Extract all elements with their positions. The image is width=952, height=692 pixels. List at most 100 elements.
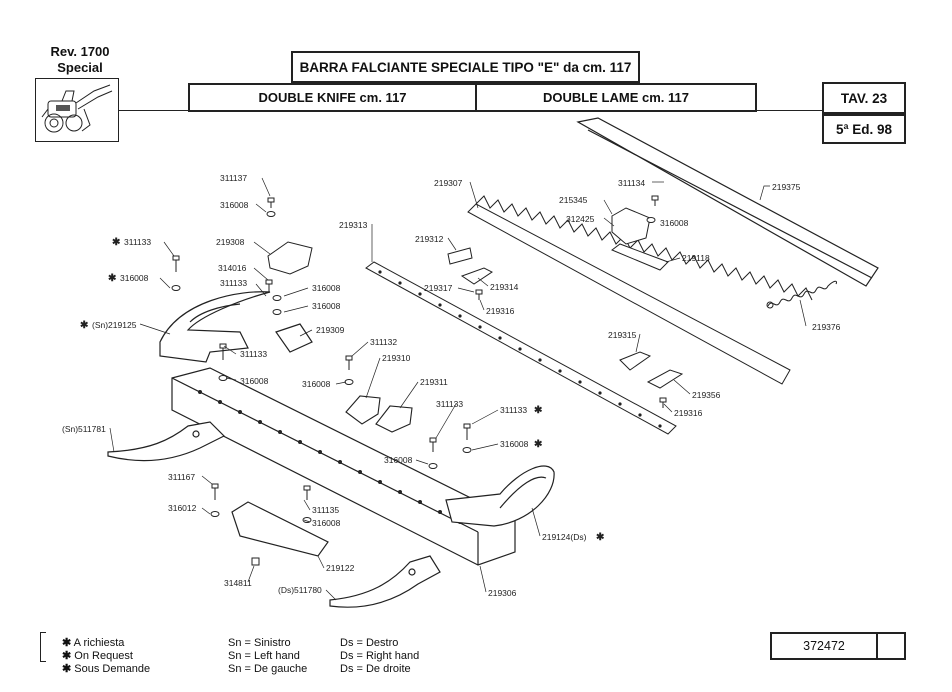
skid-left-511781 [107,421,226,462]
edition: 5ª Ed. 98 [835,121,893,137]
label-314811: 314811 [224,578,252,588]
toothed-knife-219307 [467,195,813,385]
legend-sn: Sn = Sinistro Sn = Left hand Sn = De gau… [228,637,307,676]
star-316008-e: ✱ [108,273,117,284]
label-311133-b: 311133 [124,237,151,247]
label-311134: 311134 [618,178,645,188]
subtitle-en-box: DOUBLE KNIFE cm. 117 [188,83,477,112]
washers [171,211,656,566]
title-box: BARRA FALCIANTE SPECIALE TIPO "E" da cm.… [291,51,640,83]
label-511781: (Sn)511781 [62,424,106,434]
label-312425: 312425 [566,214,595,224]
plate-219122 [231,501,329,557]
label-219124: 219124(Ds) [542,532,587,542]
bracket-215345 [611,207,669,271]
star-316008-h: ✱ [534,439,543,450]
legend-ds-en: Ds = Right hand [340,650,420,662]
label-316008-a: 316008 [660,218,689,228]
label-316008-g: 316008 [302,379,331,389]
clips-219310-219311 [345,395,413,433]
flat-bar-holes [378,270,662,428]
label-219356: 219356 [692,390,721,400]
legend-ds: Ds = Destro Ds = Right hand Ds = De droi… [340,637,419,676]
label-219313: 219313 [339,220,368,230]
bolts [172,195,667,500]
star-icon: ✱ [62,663,72,675]
revision-label: Rev. 1700 Special [38,44,122,76]
legend-sn-fr: Sn = De gauche [228,663,308,675]
label-316008-j: 316008 [312,518,341,528]
rev-number: Rev. 1700 [50,44,110,59]
small-plates [447,247,684,389]
label-311133-d: 311133 [436,399,463,409]
subtitle-en: DOUBLE KNIFE cm. 117 [258,90,407,105]
star-icon: ✱ [62,650,72,662]
label-219310: 219310 [382,353,411,363]
machine-thumbnail [35,78,119,142]
label-311132: 311132 [370,337,397,347]
label-219311: 219311 [420,377,448,387]
label-219315: 219315 [608,330,637,340]
header-rule-right [757,110,823,111]
label-219376: 219376 [812,322,841,332]
drawing-code-box: 372472 [770,632,878,660]
tractor-icon [41,84,113,133]
label-219375: 219375 [772,182,801,192]
footer-empty-box [876,632,906,660]
guard-right-219124 [445,465,555,527]
label-219316-b: 219316 [674,408,703,418]
label-316008-d: 316008 [312,301,341,311]
legend-req-fr: Sous Demande [74,663,151,675]
label-219118: 219118 [682,253,710,263]
label-311133-c: 311133 [240,349,267,359]
label-311133-a: 311133 [220,278,247,288]
legend-sn-it: Sn = Sinistro [228,637,291,649]
model-name: Special [57,60,103,75]
star-311133-b: ✱ [112,237,121,248]
knife-bar-219306 [171,367,516,566]
exploded-parts-diagram: 219375 311134 215345 316008 312425 21930… [62,117,879,608]
label-311135: 311135 [312,505,339,515]
drawing-code: 372472 [803,639,845,653]
label-316008-b: 316008 [220,200,249,210]
legend-sn-en: Sn = Left hand [228,650,300,662]
label-219122: 219122 [326,563,355,573]
label-314016: 314016 [218,263,247,273]
label-311167: 311167 [168,472,195,482]
guard-left-219125 [159,291,271,363]
legend-req-en: On Request [74,650,133,662]
legend-req-it: A richiesta [73,637,125,649]
subtitle-fr: DOUBLE LAME cm. 117 [543,90,689,105]
skid-right-511780 [329,555,441,608]
label-316008-h: 316008 [500,439,529,449]
star-311133-e: ✱ [534,405,543,416]
legend-ds-fr: Ds = De droite [340,663,411,675]
subtitle-fr-box: DOUBLE LAME cm. 117 [475,83,757,112]
label-311133-e: 311133 [500,405,527,415]
label-511780: (Ds)511780 [278,585,322,595]
edition-box: 5ª Ed. 98 [822,114,906,144]
label-219309: 219309 [316,325,345,335]
label-219314: 219314 [490,282,519,292]
label-311137: 311137 [220,173,247,183]
label-215345: 215345 [559,195,588,205]
label-316008-e: 316008 [120,273,149,283]
table-number-box: TAV. 23 [822,82,906,114]
star-219125: ✱ [80,320,89,331]
label-219125: (Sn)219125 [92,320,137,330]
label-316012: 316012 [168,503,197,513]
plate-219309 [275,323,313,353]
label-316008-c: 316008 [312,283,341,293]
header-rule-left [119,110,189,111]
spring-219376 [766,280,837,309]
label-316008-f: 316008 [240,376,269,386]
bracket-219308 [267,241,313,275]
drive-bar-219375 [576,117,879,287]
leader-lines [109,177,807,601]
label-219316-a: 219316 [486,306,515,316]
label-316008-i: 316008 [384,455,413,465]
label-219312: 219312 [415,234,444,244]
label-219307: 219307 [434,178,463,188]
footer-bracket [40,632,46,662]
label-219306: 219306 [488,588,517,598]
